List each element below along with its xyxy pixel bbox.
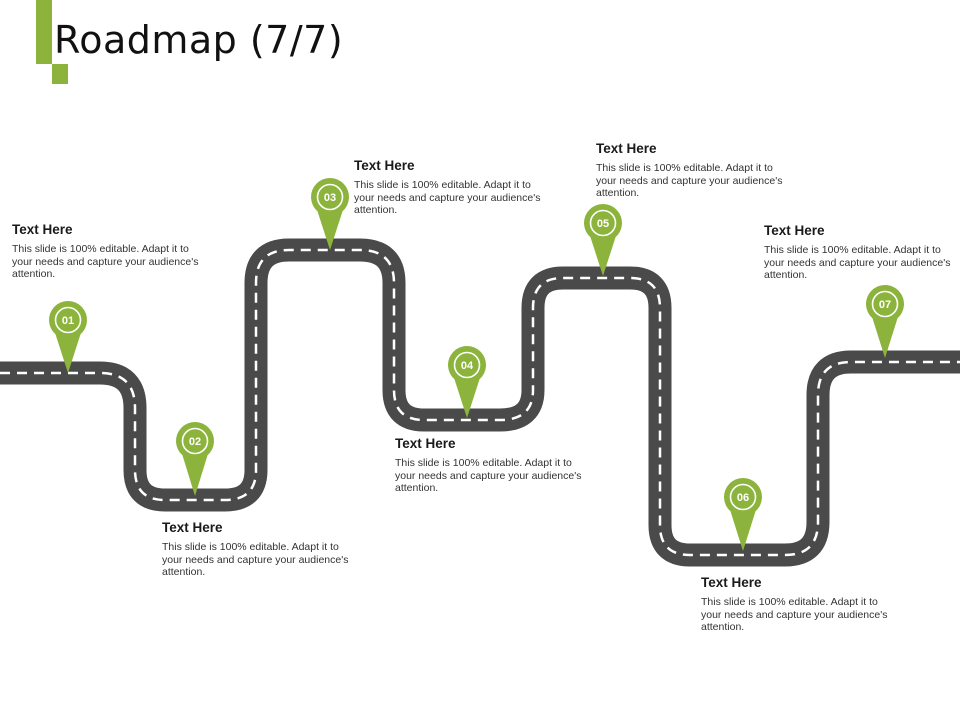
road-lane-markings [0, 248, 960, 557]
milestone-description: This slide is 100% editable. Adapt it to… [701, 596, 888, 633]
map-pin-05: 05 [584, 204, 622, 276]
milestone-heading: Text Here [395, 436, 456, 451]
milestone-heading: Text Here [764, 223, 825, 238]
map-pin-03: 03 [311, 178, 350, 250]
map-pin-01: 01 [49, 300, 88, 373]
title-accent-bar [36, 0, 52, 64]
map-pin-06: 06 [724, 478, 762, 551]
pin-number-ring [181, 427, 209, 455]
milestone-heading: Text Here [162, 520, 223, 535]
milestone-description: This slide is 100% editable. Adapt it to… [162, 541, 349, 578]
pin-number-label: 05 [597, 218, 609, 230]
pin-number-label: 04 [461, 360, 474, 372]
milestone-description: This slide is 100% editable. Adapt it to… [395, 457, 582, 494]
milestone-description: This slide is 100% editable. Adapt it to… [354, 179, 541, 216]
milestone-description: This slide is 100% editable. Adapt it to… [764, 244, 951, 281]
milestone-heading: Text Here [354, 158, 415, 173]
pin-number-ring [54, 306, 82, 334]
milestone-description: This slide is 100% editable. Adapt it to… [596, 162, 783, 199]
milestone-description: This slide is 100% editable. Adapt it to… [12, 243, 199, 280]
page-title: Roadmap (7/7) [54, 18, 344, 62]
title-accent-block [52, 64, 68, 84]
milestone-heading: Text Here [12, 222, 73, 237]
milestone-heading: Text Here [701, 575, 762, 590]
map-pin-04: 04 [448, 345, 487, 418]
milestone-heading: Text Here [596, 141, 657, 156]
pin-number-ring [729, 483, 757, 511]
pin-number-ring [871, 290, 899, 318]
pin-number-ring [453, 351, 481, 379]
pin-number-ring [589, 209, 617, 237]
pin-number-ring [316, 183, 344, 211]
map-pin-02: 02 [176, 422, 214, 496]
pin-number-label: 06 [737, 492, 749, 504]
map-pin-07: 07 [866, 285, 904, 358]
pin-number-label: 07 [879, 299, 891, 311]
winding-road [0, 238, 960, 567]
pin-number-label: 02 [189, 436, 201, 448]
road-surface [0, 238, 960, 567]
pin-number-label: 01 [62, 315, 74, 327]
pin-number-label: 03 [324, 192, 336, 204]
